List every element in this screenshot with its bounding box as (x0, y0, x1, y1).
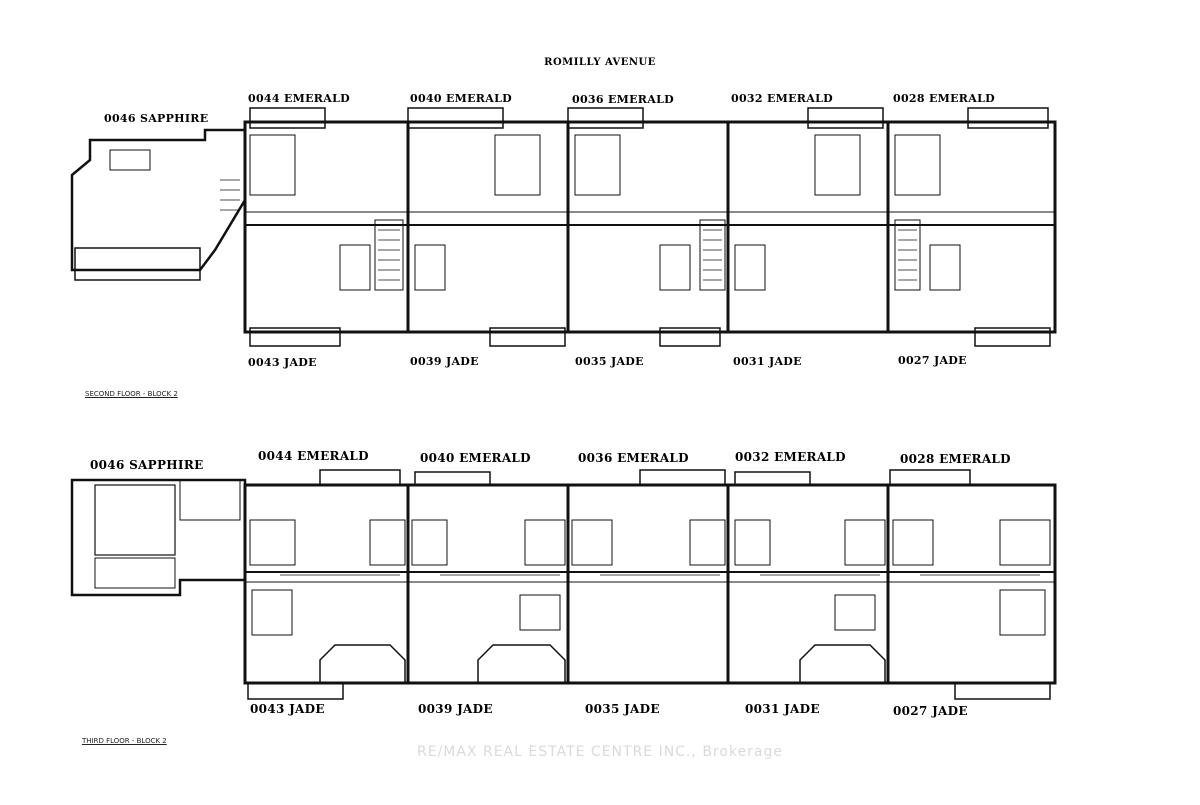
jade-label-3f-4: 0031 JADE (745, 702, 820, 716)
emerald-label-3f-2: 0040 EMERALD (420, 451, 531, 465)
sapphire-label-3f: 0046 SAPPHIRE (90, 458, 204, 472)
jade-label-2f-1: 0043 JADE (248, 356, 317, 369)
third-floor-plan (70, 469, 1057, 700)
brokerage-watermark: RE/MAX REAL ESTATE CENTRE INC., Brokerag… (417, 744, 783, 760)
jade-label-2f-2: 0039 JADE (410, 355, 479, 368)
jade-label-3f-5: 0027 JADE (893, 704, 968, 718)
jade-label-3f-3: 0035 JADE (585, 702, 660, 716)
second-floor-plan (70, 107, 1057, 347)
jade-label-2f-4: 0031 JADE (733, 355, 802, 368)
street-name: ROMILLY AVENUE (544, 57, 656, 68)
emerald-label-3f-3: 0036 EMERALD (578, 451, 689, 465)
third-floor-caption: THIRD FLOOR - BLOCK 2 (82, 737, 167, 745)
emerald-label-3f-5: 0028 EMERALD (900, 452, 1011, 466)
emerald-label-2f-5: 0028 EMERALD (893, 92, 995, 105)
jade-label-3f-2: 0039 JADE (418, 702, 493, 716)
emerald-label-3f-1: 0044 EMERALD (258, 449, 369, 463)
jade-label-2f-3: 0035 JADE (575, 355, 644, 368)
emerald-label-2f-2: 0040 EMERALD (410, 92, 512, 105)
emerald-label-2f-4: 0032 EMERALD (731, 92, 833, 105)
jade-label-3f-1: 0043 JADE (250, 702, 325, 716)
second-floor-caption: SECOND FLOOR - BLOCK 2 (85, 390, 178, 398)
sapphire-label-2f: 0046 SAPPHIRE (104, 112, 209, 125)
emerald-label-3f-4: 0032 EMERALD (735, 450, 846, 464)
jade-label-2f-5: 0027 JADE (898, 354, 967, 367)
emerald-label-2f-1: 0044 EMERALD (248, 92, 350, 105)
emerald-label-2f-3: 0036 EMERALD (572, 93, 674, 106)
